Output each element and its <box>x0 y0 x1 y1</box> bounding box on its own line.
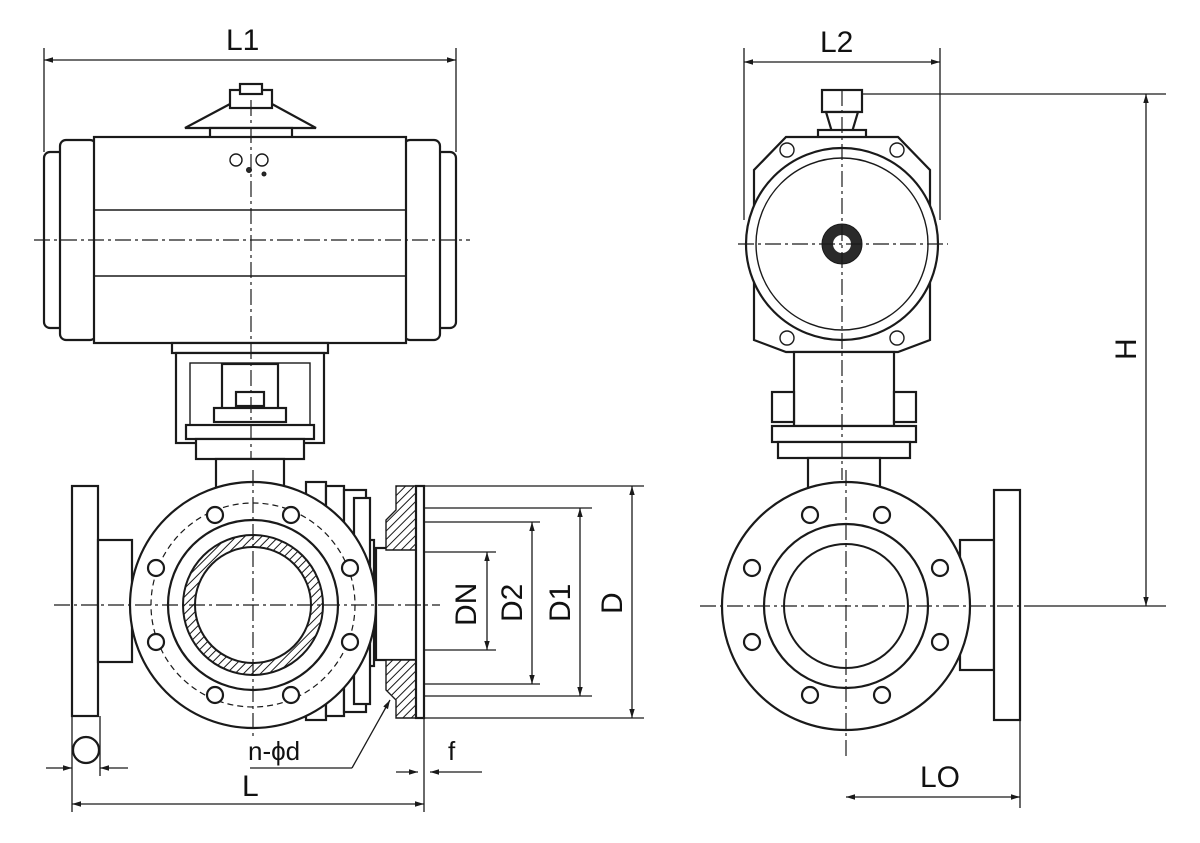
mounting-bracket <box>170 341 330 461</box>
label-lo: LO <box>920 761 960 794</box>
label-l: L <box>242 770 259 803</box>
label-d2: D2 <box>496 584 529 622</box>
left-flange <box>70 484 134 718</box>
side-bolt-holes <box>742 505 950 705</box>
label-h: H <box>1110 338 1143 360</box>
side-view: L2 H LO <box>700 26 1166 808</box>
side-bracket <box>770 350 918 492</box>
label-n-phi-d: n-ϕd <box>248 736 300 766</box>
label-l1: L1 <box>226 24 259 57</box>
flange-bolt-holes <box>146 505 360 705</box>
label-dn: DN <box>450 583 483 626</box>
label-d1: D1 <box>544 584 577 622</box>
label-d: D <box>596 592 629 614</box>
front-view: L1 DN D2 D1 D n-ϕd f L <box>34 24 644 812</box>
label-f: f <box>448 736 456 766</box>
label-l2: L2 <box>820 26 853 59</box>
right-flange-section <box>374 484 426 720</box>
side-outlet <box>958 488 1022 722</box>
bolt-hole-detail <box>71 735 101 765</box>
